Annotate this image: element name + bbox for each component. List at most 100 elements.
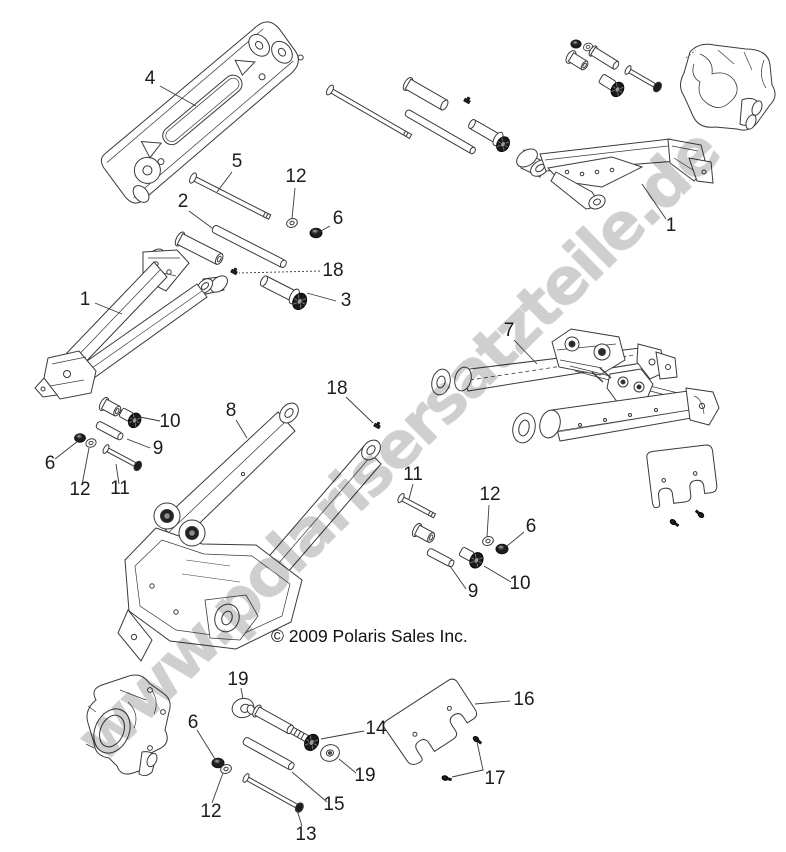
svg-text:9: 9 bbox=[153, 438, 164, 459]
hardware-top-right bbox=[325, 39, 663, 155]
svg-text:10: 10 bbox=[159, 411, 180, 432]
svg-text:13: 13 bbox=[295, 824, 316, 845]
sleeve-tube bbox=[588, 45, 620, 70]
callout-6c: 6 bbox=[506, 516, 537, 547]
nut bbox=[570, 39, 582, 49]
callout-7: 7 bbox=[504, 320, 538, 365]
callout-9b: 9 bbox=[449, 565, 479, 602]
spacer-tube bbox=[404, 109, 476, 155]
callout-6b: 6 bbox=[45, 440, 79, 474]
bolt-5 bbox=[189, 172, 272, 220]
svg-text:11: 11 bbox=[110, 478, 130, 499]
sleeve-tube bbox=[174, 231, 224, 265]
washer-19 bbox=[231, 697, 256, 719]
callout-11b: 11 bbox=[403, 464, 423, 500]
svg-text:4: 4 bbox=[145, 68, 156, 89]
callout-12b: 12 bbox=[69, 447, 91, 500]
callout-1-left: 1 bbox=[80, 289, 123, 315]
callout-11a: 11 bbox=[110, 463, 130, 499]
spacer-tube-9 bbox=[426, 548, 455, 568]
bearing-carrier-left-drawing bbox=[85, 674, 171, 777]
callout-3: 3 bbox=[306, 290, 352, 311]
part-16-guard-flap-drawing bbox=[383, 444, 718, 765]
bearing-carrier-right-drawing bbox=[680, 43, 776, 131]
callout-5: 5 bbox=[216, 151, 243, 193]
svg-text:12: 12 bbox=[200, 801, 221, 822]
bolt-11 bbox=[102, 444, 143, 472]
svg-text:6: 6 bbox=[526, 516, 537, 537]
svg-text:16: 16 bbox=[513, 689, 534, 710]
long-bolt bbox=[325, 84, 413, 140]
sleeve-tube bbox=[402, 77, 449, 111]
hardware-left-center bbox=[74, 396, 144, 472]
svg-text:12: 12 bbox=[285, 166, 306, 187]
bolt-11 bbox=[397, 492, 437, 519]
bushing-3 bbox=[259, 275, 310, 313]
spacer-tube-9 bbox=[95, 421, 124, 441]
bolt-13 bbox=[242, 773, 304, 813]
callout-15: 15 bbox=[291, 771, 345, 815]
bushing-cup bbox=[565, 50, 589, 71]
callout-10b: 10 bbox=[483, 565, 531, 594]
spacer-tube-15 bbox=[242, 737, 295, 771]
bushing-10-cup bbox=[98, 396, 122, 417]
nut-6 bbox=[74, 433, 86, 443]
svg-text:11: 11 bbox=[403, 464, 423, 485]
copyright-text: © 2009 Polaris Sales Inc. bbox=[271, 626, 468, 646]
svg-text:2: 2 bbox=[178, 191, 189, 212]
svg-text:17: 17 bbox=[484, 768, 505, 789]
svg-text:1: 1 bbox=[666, 215, 677, 236]
svg-text:6: 6 bbox=[333, 208, 344, 229]
part-1-control-arm-left-drawing bbox=[34, 248, 228, 400]
callout-6a: 6 bbox=[318, 208, 344, 233]
svg-text:19: 19 bbox=[227, 669, 248, 690]
bushing bbox=[468, 118, 513, 155]
hardware-top-center bbox=[174, 172, 323, 313]
svg-text:5: 5 bbox=[232, 151, 243, 172]
part-1-control-arm-right-drawing bbox=[516, 138, 714, 210]
callout-12a: 12 bbox=[285, 166, 307, 220]
spacer-tube-2 bbox=[211, 224, 287, 269]
callout-17: 17 bbox=[451, 741, 506, 789]
callout-8: 8 bbox=[226, 400, 248, 439]
svg-text:6: 6 bbox=[45, 453, 56, 474]
callout-14: 14 bbox=[320, 718, 387, 740]
callout-19b: 19 bbox=[338, 758, 376, 786]
svg-text:15: 15 bbox=[323, 794, 344, 815]
svg-text:18: 18 bbox=[322, 260, 343, 281]
svg-text:6: 6 bbox=[188, 712, 199, 733]
callout-12c: 12 bbox=[479, 484, 501, 538]
bolt-14 bbox=[252, 704, 322, 754]
part-8-trailing-arm-drawing bbox=[117, 402, 382, 662]
callout-18a: 18 bbox=[238, 260, 344, 281]
svg-text:12: 12 bbox=[479, 484, 500, 505]
bolt bbox=[624, 65, 663, 93]
callout-1-right: 1 bbox=[641, 183, 677, 236]
svg-text:10: 10 bbox=[509, 573, 530, 594]
callout-19a: 19 bbox=[227, 669, 249, 700]
svg-text:9: 9 bbox=[468, 581, 479, 602]
nut-6 bbox=[309, 227, 323, 239]
callout-16: 16 bbox=[474, 689, 535, 710]
callout-6d: 6 bbox=[188, 712, 216, 760]
nut-6 bbox=[495, 543, 509, 555]
svg-text:8: 8 bbox=[226, 400, 237, 421]
part-7-swing-arm-frame-drawing bbox=[431, 328, 720, 444]
svg-text:3: 3 bbox=[341, 290, 352, 311]
svg-text:19: 19 bbox=[354, 765, 375, 786]
hardware-center bbox=[373, 420, 509, 571]
callout-12d: 12 bbox=[200, 772, 224, 822]
bushing-splined bbox=[598, 74, 627, 100]
callouts: 4 5 2 12 6 18 3 1 1 7 8 18 bbox=[45, 68, 677, 845]
part-4-cross-brace-drawing bbox=[100, 21, 304, 204]
svg-text:1: 1 bbox=[80, 289, 91, 310]
callout-13: 13 bbox=[295, 809, 317, 845]
svg-text:18: 18 bbox=[326, 378, 347, 399]
bushing-10-splined bbox=[118, 407, 144, 431]
svg-text:12: 12 bbox=[69, 479, 90, 500]
hardware-bottom bbox=[211, 697, 483, 813]
svg-text:7: 7 bbox=[504, 320, 515, 341]
bushing-10-cup bbox=[411, 522, 436, 543]
